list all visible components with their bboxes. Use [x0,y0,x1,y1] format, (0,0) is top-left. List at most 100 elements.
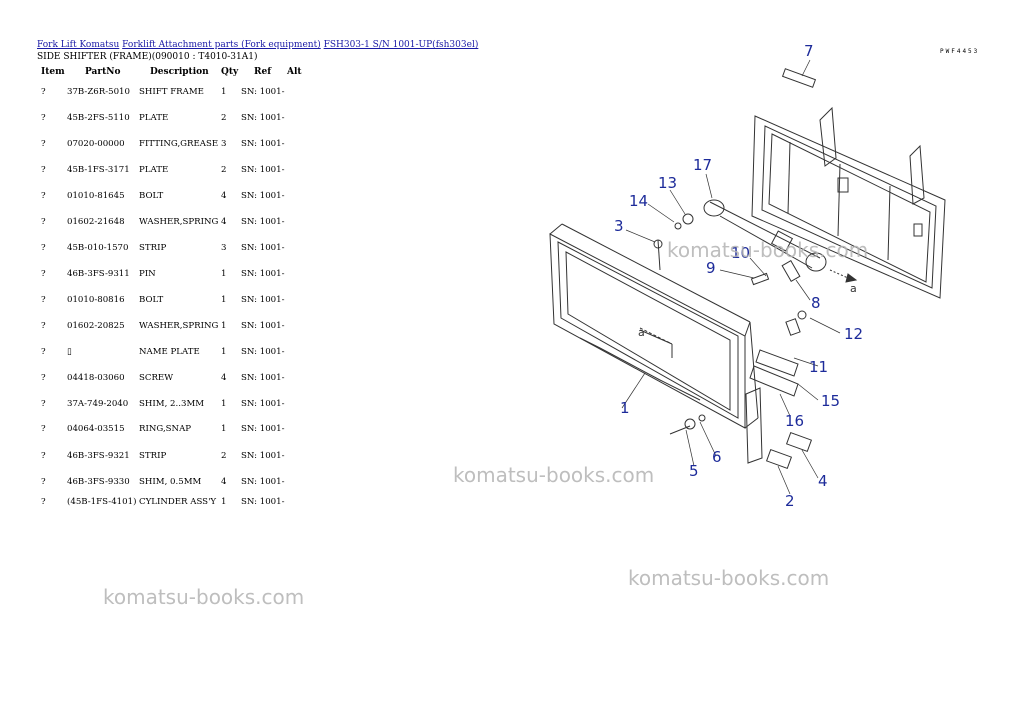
cell-ref: SN: 1001- [241,139,285,149]
callout-12: 12 [844,325,863,343]
cell-qty: 1 [221,497,227,507]
cell-item: ? [41,497,46,507]
cell-description: BOLT [139,295,164,305]
callout-15: 15 [821,392,840,410]
cell-item: ? [41,347,46,357]
cell-description: BOLT [139,191,164,201]
arrow-label-a-left: a [638,326,645,339]
callout-14: 14 [629,192,648,210]
page-subtitle: SIDE SHIFTER (FRAME)(090010 : T4010-31A1… [37,52,258,62]
callout-16: 16 [785,412,804,430]
cell-qty: 2 [221,113,227,123]
back-frame-drawing [751,106,946,299]
cell-qty: 1 [221,399,227,409]
cell-partno: 46B-3FS-9321 [67,451,130,461]
cell-description: SCREW [139,373,174,383]
cell-description: CYLINDER ASS'Y [139,497,217,507]
watermark: komatsu-books.com [103,585,305,609]
cell-ref: SN: 1001- [241,424,285,434]
breadcrumb-link-forklift[interactable]: Fork Lift Komatsu [37,40,120,50]
cell-qty: 1 [221,269,227,279]
cell-description: WASHER,SPRING [139,321,219,331]
callout-13: 13 [658,174,677,192]
cell-description: SHIM, 0.5MM [139,477,202,487]
column-header-ref: Ref [254,67,272,77]
drawing-code: PWF4453 [940,48,980,55]
cell-ref: SN: 1001- [241,165,285,175]
exploded-parts-diagram: 7 17 13 14 3 10 9 8 12 11 15 16 1 6 5 4 … [549,42,946,510]
cell-partno: 45B-2FS-5110 [67,113,130,123]
callout-7: 7 [804,42,814,60]
cell-description: PLATE [139,113,169,123]
cell-qty: 3 [221,243,227,253]
cell-ref: SN: 1001- [241,451,285,461]
cell-item: ? [41,243,46,253]
cell-item: ? [41,165,46,175]
cell-description: SHIFT FRAME [139,87,204,97]
cell-description: PLATE [139,165,169,175]
cylinder-drawing [703,199,827,272]
cell-ref: SN: 1001- [241,217,285,227]
callout-numbers: 7 17 13 14 3 10 9 8 12 11 15 16 1 6 5 4 … [614,42,863,510]
cell-item: ? [41,113,46,123]
callout-8: 8 [811,294,821,312]
column-header-qty: Qty [221,67,239,77]
callout-4: 4 [818,472,828,490]
cell-partno: 04418-03060 [67,373,125,383]
cell-partno: 07020-00000 [67,139,125,149]
cell-item: ? [41,321,46,331]
cell-description: PIN [139,269,156,279]
column-header-alt: Alt [287,67,302,77]
cell-ref: SN: 1001- [241,269,285,279]
cell-partno: 45B-1FS-3171 [67,165,130,175]
cell-ref: SN: 1001- [241,347,285,357]
cell-ref: SN: 1001- [241,243,285,253]
cell-qty: 2 [221,165,227,175]
arrow-labels: a a [638,282,857,339]
cell-partno: (45B-1FS-4101) [67,497,137,507]
callout-6: 6 [712,448,722,466]
arrow-a-drawing [639,269,858,358]
cell-item: ? [41,295,46,305]
cell-ref: SN: 1001- [241,373,285,383]
cell-ref: SN: 1001- [241,191,285,201]
cell-partno: 46B-3FS-9311 [67,269,130,279]
cell-item: ? [41,139,46,149]
cell-partno: 46B-3FS-9330 [67,477,130,487]
cell-item: ? [41,87,46,97]
cell-description: SHIM, 2..3MM [139,399,205,409]
cell-description: STRIP [139,451,167,461]
callout-11: 11 [809,358,828,376]
callout-3: 3 [614,217,624,235]
cell-partno: 04064-03515 [67,424,125,434]
callout-10: 10 [731,244,750,262]
cell-ref: SN: 1001- [241,399,285,409]
cell-item: ? [41,269,46,279]
front-frame-drawing [549,223,759,429]
cell-ref: SN: 1001- [241,477,285,487]
cell-item: ? [41,191,46,201]
cell-qty: 1 [221,347,227,357]
column-header-partno: PartNo [85,67,121,77]
cell-qty: 4 [221,191,227,201]
breadcrumb-link-attachment[interactable]: Forklift Attachment parts (Fork equipmen… [122,40,321,50]
cell-item: ? [41,424,46,434]
cell-partno: 01010-81645 [67,191,125,201]
cell-qty: 1 [221,295,227,305]
cell-item: ? [41,451,46,461]
arrow-label-a-right: a [850,282,857,295]
cell-description: WASHER,SPRING [139,217,219,227]
small-parts-drawing [653,68,817,470]
cell-item: ? [41,373,46,383]
cell-description: STRIP [139,243,167,253]
cell-description: RING,SNAP [139,424,192,434]
callout-9: 9 [706,259,716,277]
cell-qty: 4 [221,477,227,487]
breadcrumb-link-model[interactable]: FSH303-1 S/N 1001-UP(fsh303el) [323,40,479,50]
cell-item: ? [41,399,46,409]
cell-qty: 2 [221,451,227,461]
cell-partno: ▯ [67,347,72,357]
callout-1: 1 [620,399,630,417]
cell-qty: 1 [221,321,227,331]
cell-ref: SN: 1001- [241,295,285,305]
